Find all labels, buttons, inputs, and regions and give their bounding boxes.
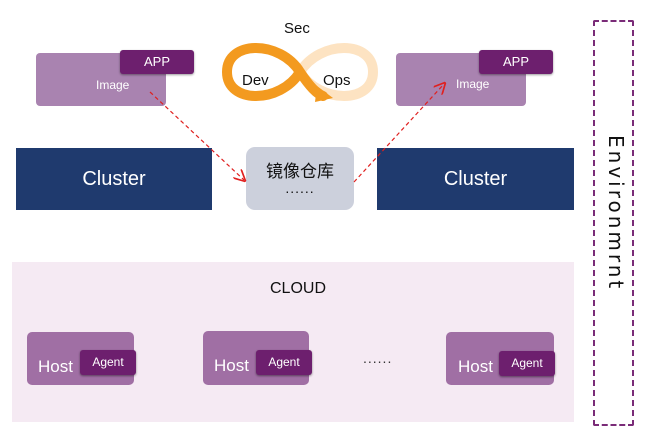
host-label-2: Host bbox=[214, 356, 249, 375]
cloud-label: CLOUD bbox=[270, 280, 327, 297]
arrow-registry-to-image bbox=[353, 84, 444, 183]
registry-title: 镜像仓库 bbox=[266, 162, 334, 182]
devsecops-dev: Dev bbox=[242, 72, 269, 89]
host-label-1: Host bbox=[38, 357, 73, 376]
devsecops-loop bbox=[221, 43, 379, 102]
agent-tag-3: Agent bbox=[499, 351, 555, 376]
loop-arrow-head bbox=[315, 86, 333, 102]
host-label-3: Host bbox=[458, 357, 493, 376]
image-label-right: Image bbox=[456, 77, 490, 91]
arrow-image-to-registry bbox=[149, 91, 244, 180]
image-registry: 镜像仓库 ...... bbox=[246, 147, 354, 210]
devsecops-ops: Ops bbox=[323, 72, 351, 89]
agent-tag-2: Agent bbox=[256, 350, 312, 375]
cluster-left: Cluster bbox=[16, 148, 212, 210]
hosts-ellipsis: ...... bbox=[363, 350, 393, 366]
app-tag-left: APP bbox=[120, 50, 194, 74]
agent-tag-1: Agent bbox=[80, 350, 136, 375]
app-tag-right: APP bbox=[479, 50, 553, 74]
cluster-right: Cluster bbox=[377, 148, 574, 210]
dev-loop-shape bbox=[221, 43, 328, 101]
image-label-left: Image bbox=[96, 78, 130, 92]
environment-label: Environmrnt bbox=[604, 135, 628, 292]
environment-box bbox=[593, 20, 634, 426]
devsecops-sec: Sec bbox=[284, 20, 310, 37]
registry-dots: ...... bbox=[285, 180, 315, 196]
